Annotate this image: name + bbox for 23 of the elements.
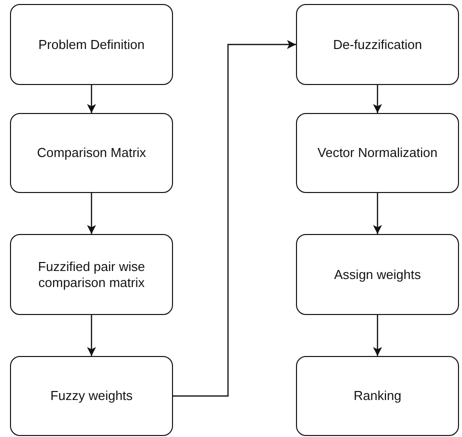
- process-box: [296, 113, 459, 193]
- process-box: [296, 234, 459, 315]
- node-label: Problem Definition: [38, 36, 145, 52]
- process-box: [296, 4, 459, 85]
- node-label: Assign weights: [334, 266, 421, 282]
- arrow: [87, 315, 96, 356]
- node-label: Fuzzified pair wise comparison matrix: [37, 258, 146, 290]
- arrow: [373, 315, 382, 356]
- process-box: [10, 4, 173, 85]
- node-label: Ranking: [354, 388, 402, 404]
- node-label: Vector Normalization: [318, 145, 438, 161]
- node-label: De-fuzzification: [333, 36, 422, 52]
- arrow: [373, 85, 382, 113]
- process-box: [10, 113, 173, 193]
- arrow: [87, 85, 96, 113]
- process-box: [296, 356, 459, 436]
- arrow: [173, 40, 296, 397]
- arrow: [373, 193, 382, 234]
- process-box: [10, 234, 173, 315]
- process-box: [10, 356, 173, 436]
- node-label: Fuzzy weights: [50, 388, 133, 404]
- node-label: Comparison Matrix: [36, 145, 146, 161]
- arrow: [87, 193, 96, 234]
